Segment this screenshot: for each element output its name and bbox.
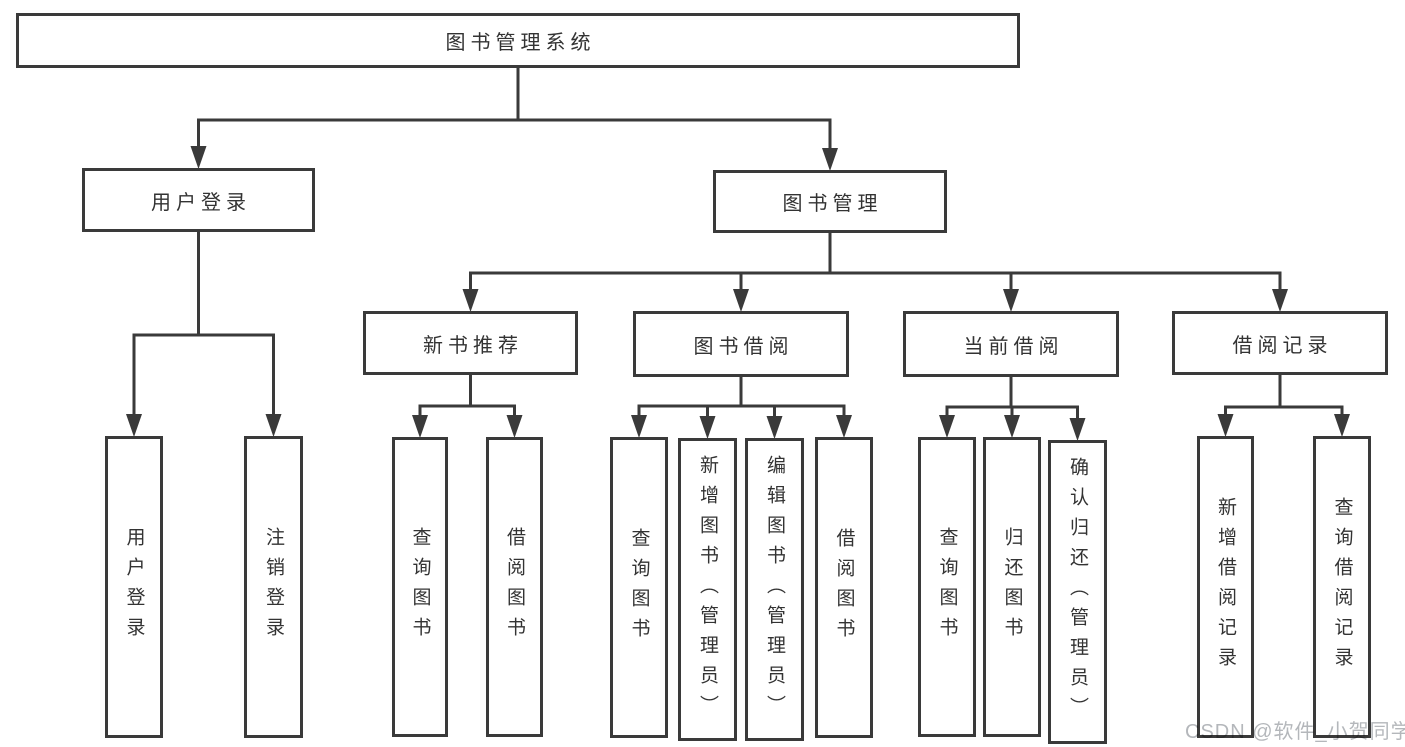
node-label-nb-borrow: 借阅图书	[504, 527, 525, 647]
arrowhead-icon	[939, 415, 955, 438]
arrowhead-icon	[265, 414, 282, 437]
node-book-mgmt: 图书管理	[713, 170, 947, 233]
node-label-leaf-logout: 注销登录	[263, 527, 284, 647]
node-label-bb-borrow: 借阅图书	[833, 527, 855, 648]
arrowhead-icon	[506, 415, 523, 438]
node-bb-add: 新增图书（管理员）	[678, 438, 737, 741]
node-label-br-add: 新增借阅记录	[1215, 497, 1236, 677]
node-label-bb-query: 查询图书	[628, 527, 650, 648]
arrowhead-icon	[822, 148, 838, 171]
node-leaf-login: 用户登录	[105, 436, 163, 738]
arrowhead-icon	[1217, 414, 1234, 437]
connector-root	[197, 67, 832, 153]
node-label-book-mgmt: 图书管理	[782, 193, 883, 215]
node-bb-query: 查询图书	[610, 437, 668, 738]
node-label-br-query: 查询借阅记录	[1331, 497, 1353, 677]
arrowhead-icon	[1334, 414, 1350, 437]
node-new-book: 新书推荐	[363, 311, 578, 375]
node-label-leaf-login: 用户登录	[123, 527, 145, 647]
node-nb-query: 查询图书	[392, 437, 448, 737]
node-label-new-book: 新书推荐	[423, 334, 523, 357]
arrowhead-icon	[766, 416, 783, 439]
node-book-borrow: 图书借阅	[633, 311, 849, 377]
node-label-nb-query: 查询图书	[409, 527, 431, 647]
connector-user-login	[132, 231, 275, 419]
arrowhead-icon	[699, 416, 716, 439]
arrowhead-icon	[1069, 418, 1086, 441]
node-leaf-logout: 注销登录	[244, 436, 303, 738]
csdn-watermark: CSDN @软件_小贺同学	[1185, 721, 1405, 743]
node-label-bb-add: 新增图书（管理员）	[697, 454, 718, 725]
arrowhead-icon	[1003, 289, 1019, 312]
node-br-add: 新增借阅记录	[1197, 436, 1254, 738]
node-label-cb-query: 查询图书	[936, 527, 958, 647]
arrowhead-icon	[631, 415, 647, 438]
connector-book-borrow	[637, 376, 846, 421]
connector-book-mgmt	[469, 232, 1282, 294]
node-label-root: 图书管理系统	[445, 32, 596, 54]
node-bb-borrow: 借阅图书	[815, 437, 873, 738]
node-label-current-borrow: 当前借阅	[963, 335, 1064, 358]
connector-new-book	[418, 374, 516, 420]
arrowhead-icon	[190, 146, 207, 169]
arrowhead-icon	[1004, 415, 1020, 438]
node-cb-confirm: 确认归还（管理员）	[1048, 440, 1107, 744]
arrowhead-icon	[733, 289, 749, 312]
node-label-bb-edit: 编辑图书（管理员）	[764, 454, 785, 725]
arrowhead-icon	[462, 289, 479, 312]
node-label-book-borrow: 图书借阅	[693, 335, 794, 358]
node-root: 图书管理系统	[16, 13, 1020, 68]
arrowhead-icon	[836, 415, 852, 438]
node-cb-return: 归还图书	[983, 437, 1041, 737]
node-nb-borrow: 借阅图书	[486, 437, 543, 737]
node-cb-query: 查询图书	[918, 437, 976, 737]
node-label-borrow-record: 借阅记录	[1232, 334, 1333, 357]
node-br-query: 查询借阅记录	[1313, 436, 1371, 738]
connector-current-borrow	[945, 376, 1079, 423]
node-label-cb-confirm: 确认归还（管理员）	[1067, 457, 1088, 727]
connector-borrow-record	[1224, 374, 1344, 419]
node-label-cb-return: 归还图书	[1001, 527, 1023, 647]
arrowhead-icon	[1272, 289, 1288, 312]
arrowhead-icon	[126, 414, 142, 437]
node-user-login: 用户登录	[82, 168, 315, 232]
node-borrow-record: 借阅记录	[1172, 311, 1388, 375]
node-label-user-login: 用户登录	[151, 191, 251, 214]
node-bb-edit: 编辑图书（管理员）	[745, 438, 804, 741]
node-current-borrow: 当前借阅	[903, 311, 1119, 377]
arrowhead-icon	[412, 415, 428, 438]
